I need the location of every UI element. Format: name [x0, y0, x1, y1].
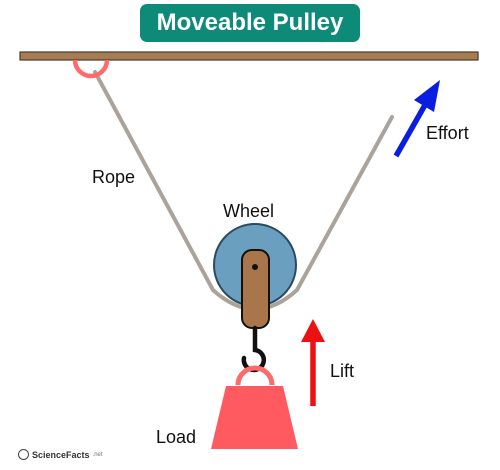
load-ring	[235, 365, 275, 386]
label-effort: Effort	[426, 123, 469, 143]
hook	[241, 325, 267, 373]
logo-name: ScienceFacts	[32, 449, 90, 460]
effort-arrow	[393, 80, 440, 158]
ceiling-beam	[19, 51, 479, 61]
ceiling-anchor-ring	[72, 59, 110, 79]
label-rope: Rope	[92, 167, 136, 187]
load-weight	[211, 386, 298, 449]
label-wheel: Wheel	[223, 201, 275, 221]
axle-block	[241, 249, 270, 329]
lift-arrow	[301, 319, 325, 406]
axle-pin	[252, 264, 258, 270]
label-load: Load	[156, 427, 197, 447]
label-lift: Lift	[330, 361, 355, 381]
sciencefacts-logo: ScienceFacts.net	[18, 449, 103, 460]
logo-suffix: .net	[92, 451, 103, 458]
logo-icon	[18, 449, 29, 460]
page-title: Moveable Pulley	[140, 4, 360, 42]
